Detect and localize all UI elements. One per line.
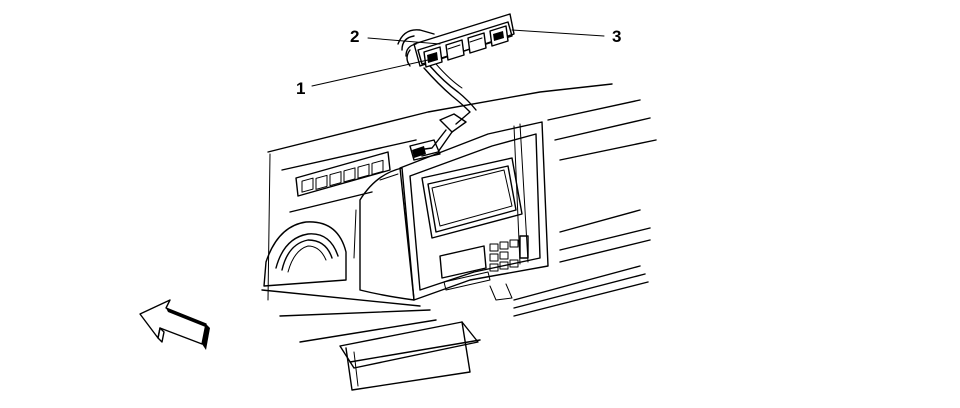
dash-switch-row: [295, 151, 391, 197]
gauge-cluster: [263, 221, 347, 287]
center-console-bezel: [353, 121, 549, 301]
auxiliary-switch-assembly: [397, 13, 515, 68]
callout-1-label: 1: [296, 79, 305, 98]
display-screen: [421, 157, 523, 239]
forward-arrow-icon: [139, 299, 210, 350]
wiring-harness: [409, 63, 477, 161]
instrument-panel-outline: [261, 83, 657, 363]
callout-leaders: [311, 29, 605, 87]
console-button-panel: [439, 235, 529, 291]
callout-3-label: 3: [612, 27, 621, 46]
lower-pocket: [339, 283, 513, 391]
callout-2-label: 2: [350, 27, 359, 46]
